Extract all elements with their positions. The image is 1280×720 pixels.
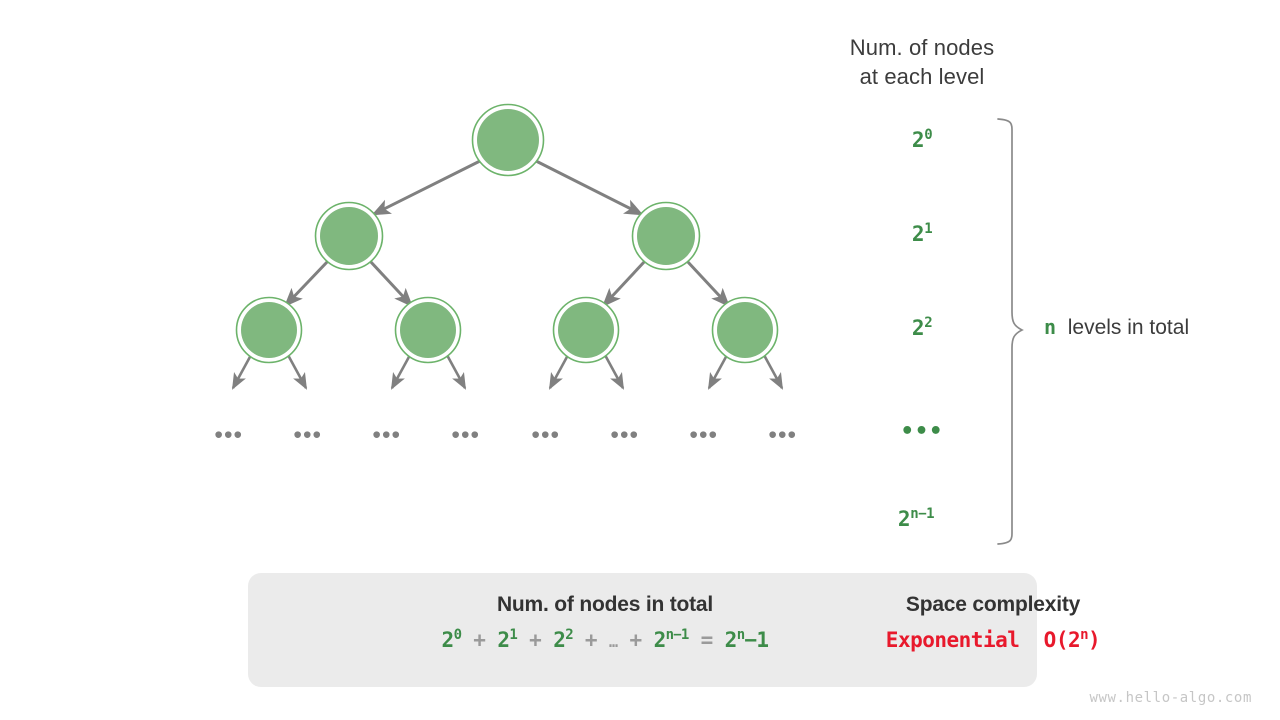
summary-panel: Num. of nodes in total 20 + 21 + 22 + … … (248, 573, 1101, 687)
level-label-ellipsis: ••• (900, 419, 944, 444)
level-label-last: 2n−1 (826, 506, 1006, 531)
tree-node-level1-right (631, 201, 701, 271)
tree-dots-4: ••• (531, 421, 561, 448)
formula-equals: = (700, 628, 714, 652)
tree-stub-edge (231, 354, 253, 390)
formula-plus-1: + (529, 628, 542, 652)
level-label-1-exp: 1 (924, 221, 933, 237)
tree-dots-3: ••• (451, 421, 481, 448)
formula-exp-2: 2 (565, 627, 573, 643)
summary-total-nodes-formula: 20 + 21 + 22 + … + 2n−1 = 2n−1 (260, 627, 950, 652)
tree-dots-1: ••• (293, 421, 323, 448)
summary-space-complexity-title: Space complexity (905, 593, 1081, 616)
total-levels-label: n levels in total (1044, 315, 1189, 340)
formula-plus-3: + (629, 628, 643, 652)
formula-term-2: 2 (553, 628, 566, 652)
tree-dots-0: ••• (214, 421, 244, 448)
tree-nodes (235, 103, 779, 364)
level-label-1-base: 2 (911, 222, 925, 246)
tree-node-level2-b (394, 296, 462, 364)
tree-edge (601, 259, 647, 308)
tree-dots-6: ••• (689, 421, 719, 448)
tree-node-root (471, 103, 545, 177)
tree-stub-edge (548, 354, 570, 390)
formula-plus-2: + (584, 628, 598, 652)
formula-exp-3: n−1 (665, 627, 690, 643)
complexity-paren-close: ) (1088, 628, 1101, 652)
tree-node-level1-left (314, 201, 384, 271)
tree-edge (685, 259, 731, 308)
formula-exp-1: 1 (509, 627, 518, 643)
summary-complexity-value: Exponential O(2n) (778, 627, 1208, 652)
level-label-2-base: 2 (911, 316, 925, 340)
complexity-exponent: n (1080, 627, 1089, 643)
total-levels-text: levels in total (1067, 316, 1190, 339)
level-label-last-base: 2 (897, 507, 911, 531)
level-label-2: 22 (832, 315, 1012, 340)
tree-stub-edge (390, 354, 412, 390)
summary-total-nodes-title: Num. of nodes in total (496, 593, 714, 616)
formula-result-base: 2 (724, 628, 738, 652)
complexity-bigo: O(2 (1043, 628, 1081, 652)
formula-result-exp: n (736, 627, 745, 643)
total-levels-variable: n (1044, 315, 1057, 339)
tree-node-level2-a (235, 296, 303, 364)
tree-dots-7: ••• (768, 421, 798, 448)
formula-result-tail: −1 (744, 628, 769, 652)
tree-edge (283, 259, 330, 308)
levels-caption-line2: at each level (859, 64, 985, 89)
levels-caption-line1: Num. of nodes (849, 35, 995, 60)
formula-exp-0: 0 (453, 627, 462, 643)
formula-term-0: 2 (441, 628, 455, 652)
level-label-0-exp: 0 (924, 127, 933, 143)
tree-stub-edge (603, 354, 625, 390)
summary-total-nodes-column: Num. of nodes in total 20 + 21 + 22 + … … (260, 593, 950, 652)
tree-stub-edge (707, 354, 729, 390)
formula-plus-0: + (473, 628, 486, 652)
tree-edge (368, 259, 414, 308)
tree-dots-2: ••• (372, 421, 402, 448)
summary-space-complexity-column: Space complexity Exponential O(2n) (778, 593, 1208, 652)
tree-stub-edge (445, 354, 467, 390)
tree-edge (535, 159, 644, 216)
formula-term-1: 2 (497, 628, 510, 652)
level-label-1: 21 (832, 221, 1012, 246)
tree-dots-5: ••• (610, 421, 640, 448)
level-label-2-exp: 2 (924, 315, 933, 331)
tree-edge (371, 159, 481, 216)
formula-ellipsis: … (609, 633, 618, 651)
tree-node-level2-d (711, 296, 779, 364)
tree-edges (283, 159, 731, 308)
level-label-last-exp: n−1 (910, 506, 935, 522)
tree-stub-edge (762, 354, 784, 390)
formula-term-3: 2 (653, 628, 667, 652)
complexity-word: Exponential (885, 628, 1020, 652)
watermark: www.hello-algo.com (1089, 690, 1252, 706)
level-label-0-base: 2 (911, 128, 925, 152)
levels-caption: Num. of nodes at each level (812, 33, 1032, 91)
level-label-0: 20 (832, 127, 1012, 152)
tree-node-level2-c (552, 296, 620, 364)
tree-stub-edges (231, 354, 784, 390)
tree-stub-edge (286, 354, 308, 390)
